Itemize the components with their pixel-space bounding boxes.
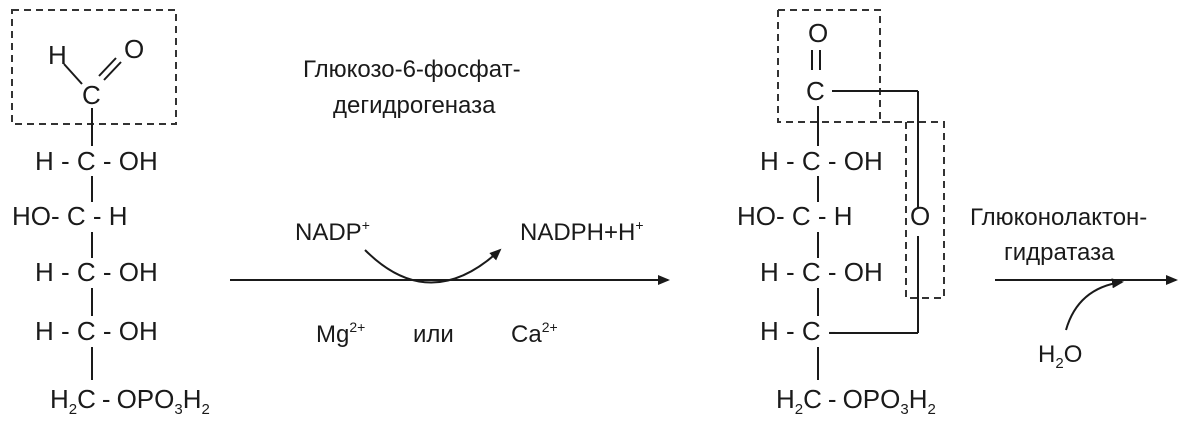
aldehyde-highlight-box: [11, 9, 177, 125]
lactone-highlight-outline: [778, 9, 945, 299]
carbonyl-o: O: [808, 18, 828, 48]
water-label: H2O: [1038, 341, 1082, 372]
ring-oxygen: O: [910, 201, 930, 231]
mg-label: Mg2+: [316, 319, 365, 348]
glucose-row-c5: H - C - OH: [35, 316, 158, 346]
enzyme-1-name-line-2: дегидрогеназа: [333, 92, 496, 119]
lactone-highlight-outline-left: [777, 10, 880, 123]
glucose-6-phosphate: H C O H - C - OH HO- C - H H - C - OH H …: [11, 9, 210, 418]
aldehyde-o: O: [124, 34, 144, 64]
enzyme-1-name-line-1: Глюкозо-6-фосфат-: [303, 56, 521, 83]
lactone-row-c2: H - C - OH: [760, 146, 883, 176]
glucose-row-c2: H - C - OH: [35, 146, 158, 176]
lactone-row-c4: H - C - OH: [760, 257, 883, 287]
co-double-bond-2: [98, 57, 117, 77]
glucose-row-c4: H - C - OH: [35, 257, 158, 287]
cofactor-curved-arrow: [364, 248, 502, 284]
aldehyde-c: C: [82, 80, 101, 110]
water-curved-arrow: [1065, 278, 1124, 331]
or-label: или: [413, 321, 454, 348]
lactone-row-c3: HO- C - H: [737, 201, 853, 231]
enzyme-2-name-line-2: гидратаза: [1004, 239, 1115, 266]
reaction-step-2: Глюконолактон- гидратаза H2O: [970, 204, 1178, 372]
co-double-bond-1: [103, 61, 122, 81]
carbonyl-c: C: [806, 76, 825, 106]
glucose-phosphate-group: H2C-OPO3H2: [50, 384, 210, 418]
gluconolactone-6-phosphate: O C H - C - OH HO- C - H O H - C - OH H …: [737, 9, 945, 418]
aldehyde-h: H: [48, 40, 67, 70]
nadp-label: NADP+: [295, 217, 370, 246]
lactone-row-c5: H - C -: [760, 316, 837, 346]
h-c-bond: [63, 63, 83, 85]
nadph-label: NADPH+H+: [520, 217, 644, 246]
enzyme-2-name-line-1: Глюконолактон-: [970, 204, 1147, 231]
reaction-step-1: Глюкозо-6-фосфат- дегидрогеназа NADP+ NA…: [230, 56, 670, 348]
ca-label: Ca2+: [511, 319, 558, 348]
glucose-row-c3: HO- C - H: [12, 201, 128, 231]
lactone-phosphate-group: H2C-OPO3H2: [776, 384, 936, 418]
